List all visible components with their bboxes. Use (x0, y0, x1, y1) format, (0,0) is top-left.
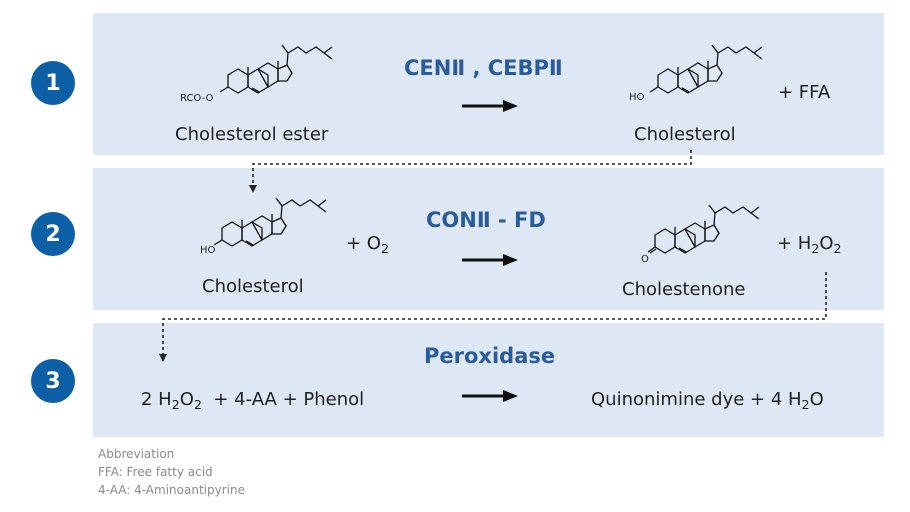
step-2-number-badge: 2 (31, 212, 75, 256)
step-3-panel (93, 323, 884, 437)
step-3-enzyme: Peroxidase (424, 344, 556, 368)
step-1-substrate-label: Cholesterol ester (175, 124, 329, 145)
abbreviation-ffa: FFA: Free fatty acid (98, 465, 213, 479)
step-1-product-label: Cholesterol (634, 124, 736, 145)
step-2-enzyme: CONⅡ - FD (426, 208, 546, 232)
step-1-number-badge: 1 (31, 61, 75, 105)
step-2-substrate-label: Cholesterol (202, 276, 304, 297)
step-2-product-label: Cholestenone (622, 279, 746, 300)
step-3-number-badge: 3 (31, 359, 75, 403)
step-2-product-group: O (641, 254, 649, 265)
abbreviation-title: Abbreviation (98, 447, 175, 461)
step-3-products: Quinonimine dye + 4 H2O (591, 389, 824, 412)
step-2-panel (93, 168, 884, 310)
step-1-byproduct: + FFA (778, 82, 831, 103)
step-3-reactants: 2 H2O2 + 4-AA + Phenol (141, 389, 365, 412)
cholesterol-ester-structure (227, 44, 333, 94)
step-2-co-reactant: + O2 (346, 233, 389, 256)
step-1-panel (93, 13, 884, 155)
step-2-byproduct: + H2O2 (777, 233, 842, 256)
step-1-enzyme: CENⅡ , CEBPⅡ (404, 56, 563, 80)
step-1-product-group: HO (629, 92, 645, 103)
abbreviation-4aa: 4-AA: 4-Aminoantipyrine (98, 483, 245, 497)
cholesterol-structure-1 (657, 44, 763, 94)
step-2-substrate-group: HO (200, 245, 216, 256)
cholesterol-structure-2 (221, 197, 327, 247)
step-1-substrate-group: RCO-O (180, 93, 214, 104)
cholestenone-structure (654, 204, 760, 254)
